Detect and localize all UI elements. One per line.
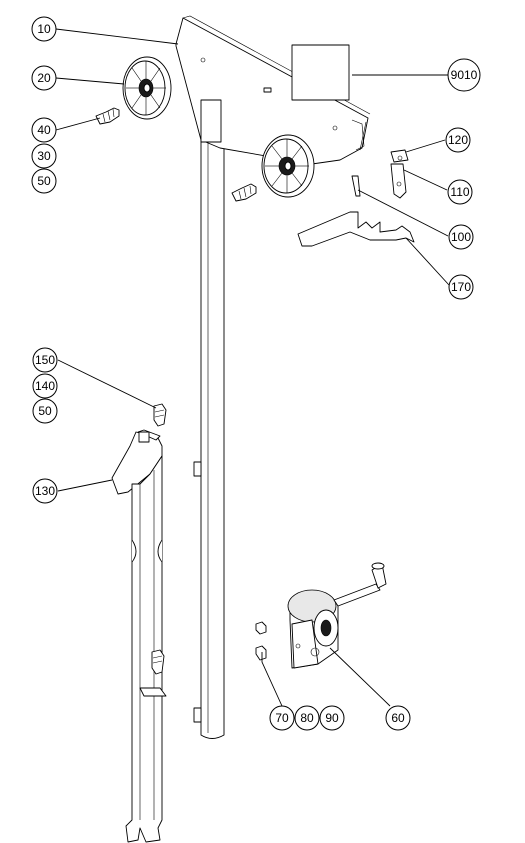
latch <box>390 149 409 199</box>
callout-circle <box>319 705 345 731</box>
callout-c100: 100 <box>448 224 474 250</box>
callout-circle <box>31 117 57 143</box>
callout-c110: 110 <box>447 179 473 205</box>
axle-bolt-upper <box>95 107 120 125</box>
bolt <box>153 403 167 427</box>
pulley-wheel-upper <box>122 56 172 120</box>
callout-circle <box>32 373 58 399</box>
leader-lines <box>55 28 450 707</box>
callout-circle <box>447 58 481 92</box>
callout-c70: 70 <box>269 705 295 731</box>
callout-circle <box>32 347 58 373</box>
callout-label: 80 <box>300 711 314 725</box>
callout-c30: 30 <box>31 143 57 169</box>
callout-c80: 80 <box>294 705 320 731</box>
callout-c170: 170 <box>448 274 474 300</box>
callout-circle <box>31 16 57 42</box>
callout-circle <box>448 274 474 300</box>
callout-label: 120 <box>448 133 468 147</box>
callout-circle <box>447 179 473 205</box>
callout-label: 100 <box>451 230 471 244</box>
callout-label: 130 <box>35 484 55 498</box>
callout-c20: 20 <box>31 65 57 91</box>
callout-c9010: 9010 <box>447 58 481 92</box>
callout-label: 50 <box>37 174 51 188</box>
callout-c60: 60 <box>385 705 411 731</box>
callout-circle <box>445 127 471 153</box>
callout-label: 9010 <box>451 68 478 82</box>
callout-c50b: 50 <box>32 398 58 424</box>
callout-label: 40 <box>37 123 51 137</box>
callout-circle <box>31 143 57 169</box>
axle-bolt-lower <box>231 183 257 202</box>
label-decal <box>291 44 350 101</box>
callout-circle <box>448 224 474 250</box>
callout-label: 60 <box>391 711 405 725</box>
callout-circle <box>32 398 58 424</box>
callout-label: 70 <box>275 711 289 725</box>
callout-label: 170 <box>451 280 471 294</box>
callout-c120: 120 <box>445 127 471 153</box>
callout-circle <box>31 168 57 194</box>
callout-c40: 40 <box>31 117 57 143</box>
callout-c150: 150 <box>32 347 58 373</box>
spring-clip <box>351 175 361 197</box>
winch-fasteners <box>255 621 267 661</box>
callout-circle <box>32 478 58 504</box>
callout-circle <box>385 705 411 731</box>
callout-circle <box>31 65 57 91</box>
callout-label: 140 <box>35 379 55 393</box>
callout-label: 50 <box>38 404 52 418</box>
pulley-wheel-lower <box>261 134 315 198</box>
callout-c10: 10 <box>31 16 57 42</box>
callout-c90: 90 <box>319 705 345 731</box>
winch <box>287 562 387 669</box>
callout-c130: 130 <box>32 478 58 504</box>
lift-arm <box>111 429 167 843</box>
callout-c140: 140 <box>32 373 58 399</box>
bracket <box>297 211 415 247</box>
head-plate <box>175 15 371 165</box>
callout-c50a: 50 <box>31 168 57 194</box>
callout-label: 30 <box>37 149 51 163</box>
callout-label: 150 <box>35 353 55 367</box>
callout-bubbles: 10 20 40 30 50 9010 120 110 100 170 150 140 50 130 70 8… <box>31 16 481 731</box>
callout-label: 20 <box>37 71 51 85</box>
callout-circle <box>269 705 295 731</box>
callout-label: 10 <box>37 22 51 36</box>
callout-circle <box>294 705 320 731</box>
mast-tube <box>193 118 225 739</box>
callout-label: 110 <box>450 185 469 199</box>
callout-label: 90 <box>325 711 339 725</box>
arm-fitting <box>151 649 165 675</box>
